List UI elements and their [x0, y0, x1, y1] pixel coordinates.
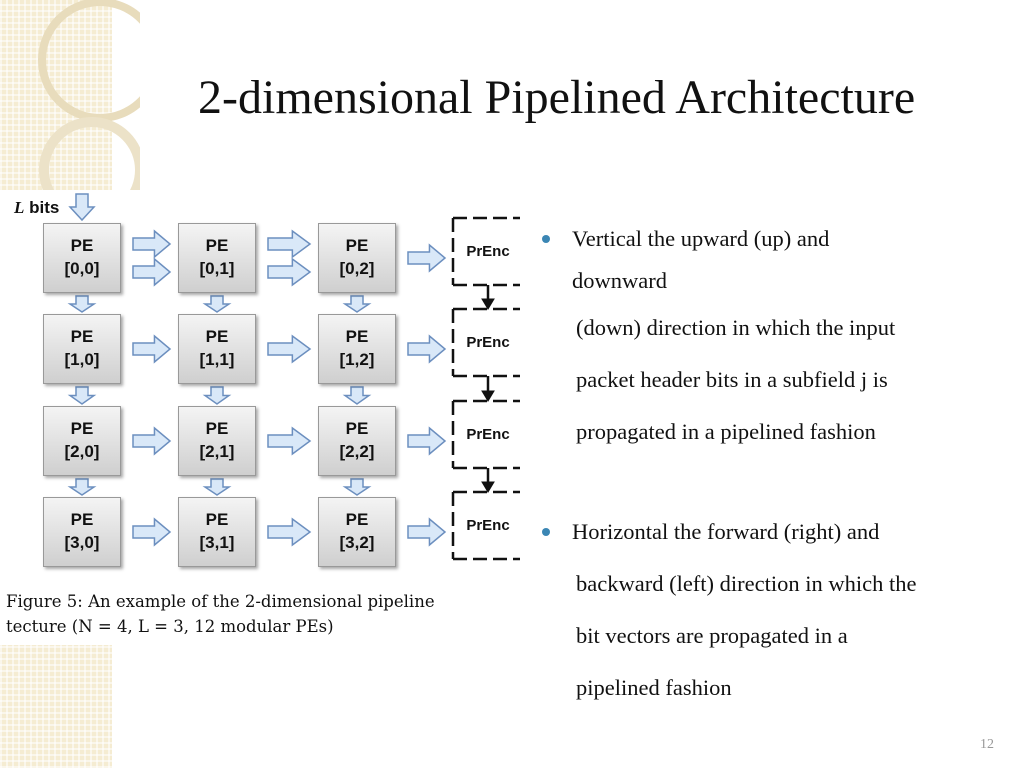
pe-index: [1,0]: [64, 350, 100, 369]
down-arrow-icon: [342, 295, 372, 313]
pe-label: PE: [205, 327, 229, 347]
right-arrow-icon: [267, 229, 312, 259]
page-number: 12: [980, 737, 994, 752]
pe-index: [1,1]: [199, 350, 235, 369]
prenc-label: PrEnc: [466, 334, 510, 351]
prenc-label: PrEnc: [466, 517, 510, 534]
pe-box: PE [3,1]: [178, 497, 256, 567]
bullet-line: (down) direction in which the input: [576, 315, 896, 340]
bullet-item-vertical: Vertical the upward (up) and downward (d…: [540, 218, 1020, 458]
down-arrow-icon: [202, 295, 232, 313]
right-arrow-icon: [132, 257, 172, 287]
pe-index: [3,2]: [339, 533, 375, 552]
pe-box: PE [2,0]: [43, 406, 121, 476]
pe-index: [2,0]: [64, 442, 100, 461]
pe-index: [0,2]: [339, 259, 375, 278]
right-arrow-icon: [407, 334, 447, 364]
bullet-line: packet header bits in a subfield j is: [576, 367, 888, 392]
slide-title: 2-dimensional Pipelined Architecture: [198, 71, 916, 124]
pe-box: PE [1,1]: [178, 314, 256, 384]
pe-box: PE [2,2]: [318, 406, 396, 476]
pe-label: PE: [205, 419, 229, 439]
architecture-figure: L bits PE [0,0] PE [0,1] PE [0,2] PE [1,0] PE [1,…: [0, 190, 520, 645]
down-arrow-icon: [342, 478, 372, 496]
black-down-arrow-icon: [481, 481, 495, 493]
down-arrow-icon: [67, 386, 97, 405]
pe-index: [2,1]: [199, 442, 235, 461]
right-arrow-icon: [132, 426, 172, 456]
pe-index: [3,0]: [64, 533, 100, 552]
prenc-label: PrEnc: [466, 426, 510, 443]
right-arrow-icon: [407, 243, 447, 273]
right-arrow-icon: [132, 229, 172, 259]
bullet-line: pipelined fashion: [576, 675, 732, 700]
pe-label: PE: [70, 236, 94, 256]
pe-box: PE [3,0]: [43, 497, 121, 567]
right-arrow-icon: [267, 426, 312, 456]
input-down-arrow: [68, 193, 96, 222]
bullet-line: propagated in a pipelined fashion: [576, 419, 876, 444]
pe-box: PE [0,1]: [178, 223, 256, 293]
pe-box: PE [0,0]: [43, 223, 121, 293]
down-arrow-icon: [67, 478, 97, 496]
pe-label: PE: [70, 419, 94, 439]
pe-box: PE [2,1]: [178, 406, 256, 476]
bullet-dot-icon: [542, 235, 550, 243]
bullet-dot-icon: [542, 528, 550, 536]
input-bits-label: L bits: [14, 198, 60, 217]
bullet-item-horizontal: Horizontal the forward (right) and backw…: [540, 506, 1020, 714]
bullet-line: bit vectors are propagated in a: [576, 623, 848, 648]
pe-index: [3,1]: [199, 533, 235, 552]
black-down-arrow-icon: [481, 298, 495, 310]
down-arrow-icon: [67, 295, 97, 313]
down-arrow-icon: [202, 478, 232, 496]
bullet-line: backward (left) direction in which the: [576, 571, 917, 596]
down-arrow-icon: [202, 386, 232, 405]
pe-box: PE [1,0]: [43, 314, 121, 384]
pe-label: PE: [70, 327, 94, 347]
figure-diagram-arrows: [67, 193, 520, 561]
figure-caption: Figure 5: An example of the 2-dimensiona…: [6, 590, 435, 640]
right-arrow-icon: [267, 517, 312, 547]
bullet-line: Horizontal the forward (right) and: [572, 519, 880, 544]
pe-label: PE: [345, 327, 369, 347]
pe-label: PE: [345, 510, 369, 530]
right-arrow-icon: [267, 257, 312, 287]
pe-box: PE [0,2]: [318, 223, 396, 293]
right-arrow-icon: [132, 334, 172, 364]
pe-label: PE: [345, 236, 369, 256]
right-arrow-icon: [132, 517, 172, 547]
figure-caption-line-2: tecture (N = 4, L = 3, 12 modular PEs): [6, 616, 334, 636]
bullet-line: downward: [572, 268, 667, 293]
bullet-list: Vertical the upward (up) and downward (d…: [540, 218, 1020, 714]
pe-box: PE [3,2]: [318, 497, 396, 567]
pe-label: PE: [205, 510, 229, 530]
prenc-label: PrEnc: [466, 243, 510, 260]
pe-box: PE [1,2]: [318, 314, 396, 384]
right-arrow-icon: [407, 517, 447, 547]
right-arrow-icon: [267, 334, 312, 364]
figure-caption-line-1: Figure 5: An example of the 2-dimensiona…: [6, 592, 435, 611]
decorative-circles: [38, 0, 140, 200]
pe-label: PE: [205, 236, 229, 256]
pe-index: [2,2]: [339, 442, 375, 461]
pe-index: [1,2]: [339, 350, 375, 369]
black-down-arrow-icon: [481, 390, 495, 402]
pe-index: [0,0]: [64, 259, 100, 278]
pe-index: [0,1]: [199, 259, 235, 278]
pe-label: PE: [345, 419, 369, 439]
down-arrow-icon: [342, 386, 372, 405]
right-arrow-icon: [407, 426, 447, 456]
bullet-line: Vertical the upward (up) and: [572, 226, 830, 251]
pe-label: PE: [70, 510, 94, 530]
